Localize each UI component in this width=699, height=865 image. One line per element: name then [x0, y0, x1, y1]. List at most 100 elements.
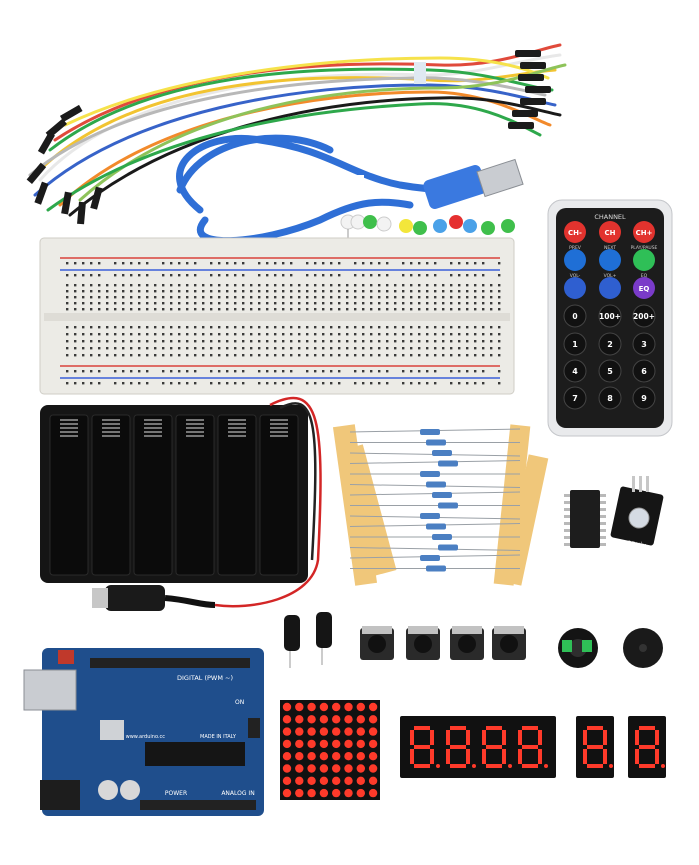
brand-label: www.arduino.cc: [126, 734, 166, 740]
resistor: [432, 492, 452, 498]
remote-button: [563, 332, 587, 356]
rotary-sensor-module: epuix: [610, 476, 664, 550]
remote-sub-label: PREV: [569, 245, 582, 251]
remote-eq-label: EQ: [639, 285, 650, 293]
push-buttons: [360, 626, 526, 660]
analog-label: ANALOG IN: [221, 790, 254, 797]
remote-sub-label: VOL+: [604, 273, 617, 279]
led-red-icon: [449, 215, 463, 229]
resistor: [426, 523, 446, 530]
remote-digit-label: 1: [572, 340, 578, 349]
resistor: [420, 471, 440, 477]
red-wire: [214, 396, 322, 608]
remote-button: [632, 332, 656, 356]
digital-header: [90, 658, 250, 668]
resistor: [420, 555, 440, 561]
seven-segment-1digit-b: [628, 716, 666, 778]
led-green-icon: [501, 219, 515, 233]
usb-port: [23, 669, 77, 711]
cable-tie: [414, 62, 426, 84]
on-label: ON: [235, 699, 244, 706]
remote-digit-label: 4: [572, 367, 578, 376]
black-wire: [279, 402, 317, 561]
leds: [340, 214, 515, 240]
reset-button: [58, 650, 74, 664]
remote-button: [598, 386, 622, 410]
remote-button: [598, 304, 622, 328]
remote-button-label: CH: [605, 229, 616, 237]
resistor: [426, 439, 446, 446]
remote-button: [633, 221, 655, 243]
battery-slot: [175, 414, 215, 576]
seven-segment-4digit: [400, 716, 556, 778]
remote-button: [632, 359, 656, 383]
atmega-chip: [145, 742, 245, 766]
dc-barrel-plug: [105, 585, 165, 611]
resistor: [420, 429, 440, 435]
breadboard: [39, 237, 515, 395]
remote-sub-label: EQ: [641, 273, 648, 279]
battery-slot: [133, 414, 173, 576]
remote-button-label: CH+: [636, 229, 653, 237]
remote-digit-label: 5: [607, 367, 613, 376]
remote-digit-label: 9: [641, 394, 647, 403]
usb-plug: [423, 158, 524, 209]
remote-button-label: 100+: [599, 312, 621, 321]
digital-label: DIGITAL (PWM ~): [177, 674, 233, 682]
battery-holder: [40, 405, 308, 611]
led-white-icon: [376, 216, 392, 232]
remote-digit-label: 3: [641, 340, 647, 349]
battery-slot: [91, 414, 131, 576]
wire-pins-right: [508, 50, 551, 129]
remote-button: [564, 277, 586, 299]
remote-digit-label: 7: [572, 394, 578, 403]
power-label: POWER: [165, 790, 187, 797]
usb-tie: [350, 175, 364, 193]
made-in-label: MADE IN ITALY: [200, 734, 237, 740]
led-blue-icon: [433, 219, 447, 233]
remote-sub-label: PLAY/PAUSE: [631, 245, 658, 251]
remote-button-label: CH-: [568, 229, 582, 237]
led-green-icon: [413, 221, 427, 235]
ir-remote: CHANNEL CH-PREVCHNEXTCH+PLAY/PAUSEVOL-VO…: [547, 199, 673, 437]
remote-digit-label: 2: [607, 340, 613, 349]
battery-slot: [217, 414, 257, 576]
resistor: [420, 513, 440, 519]
seven-segment-1digit-a: [576, 716, 614, 778]
remote-button-label: 200+: [633, 312, 655, 321]
battery-slot: [259, 414, 299, 576]
dip-ic-chip: [564, 490, 606, 548]
remote-button: [564, 249, 586, 271]
resistor: [438, 544, 458, 551]
remote-button: [599, 221, 621, 243]
remote-digit-label: 8: [607, 394, 613, 403]
arduino-uno-board: DIGITAL (PWM ~) MADE IN ITALY www.arduin…: [23, 648, 264, 816]
remote-button: [599, 249, 621, 271]
dc-jack: [40, 780, 80, 810]
resistor: [426, 565, 446, 572]
resistor: [432, 534, 452, 540]
led-white-icon: [350, 214, 366, 230]
resistor: [426, 481, 446, 488]
remote-button: [598, 359, 622, 383]
remote-sub-label: VOL-: [570, 273, 581, 279]
led-green-icon: [363, 215, 377, 229]
remote-sub-label: NEXT: [604, 245, 616, 251]
electrolytic-capacitors: [284, 612, 332, 668]
resistor-strip: [332, 424, 549, 586]
led-yellow-icon: [399, 219, 413, 233]
buzzers: [558, 628, 663, 668]
remote-button: [563, 304, 587, 328]
battery-slot: [49, 414, 89, 576]
led-dot-matrix: [280, 700, 380, 800]
wire-pins-left: [26, 104, 103, 225]
module-label: epuix: [626, 538, 647, 550]
resistor: [438, 502, 458, 509]
remote-button: [564, 221, 586, 243]
remote-button: [633, 277, 655, 299]
remote-button: [633, 249, 655, 271]
remote-button: [563, 359, 587, 383]
resistor: [432, 450, 452, 456]
remote-button: [632, 304, 656, 328]
